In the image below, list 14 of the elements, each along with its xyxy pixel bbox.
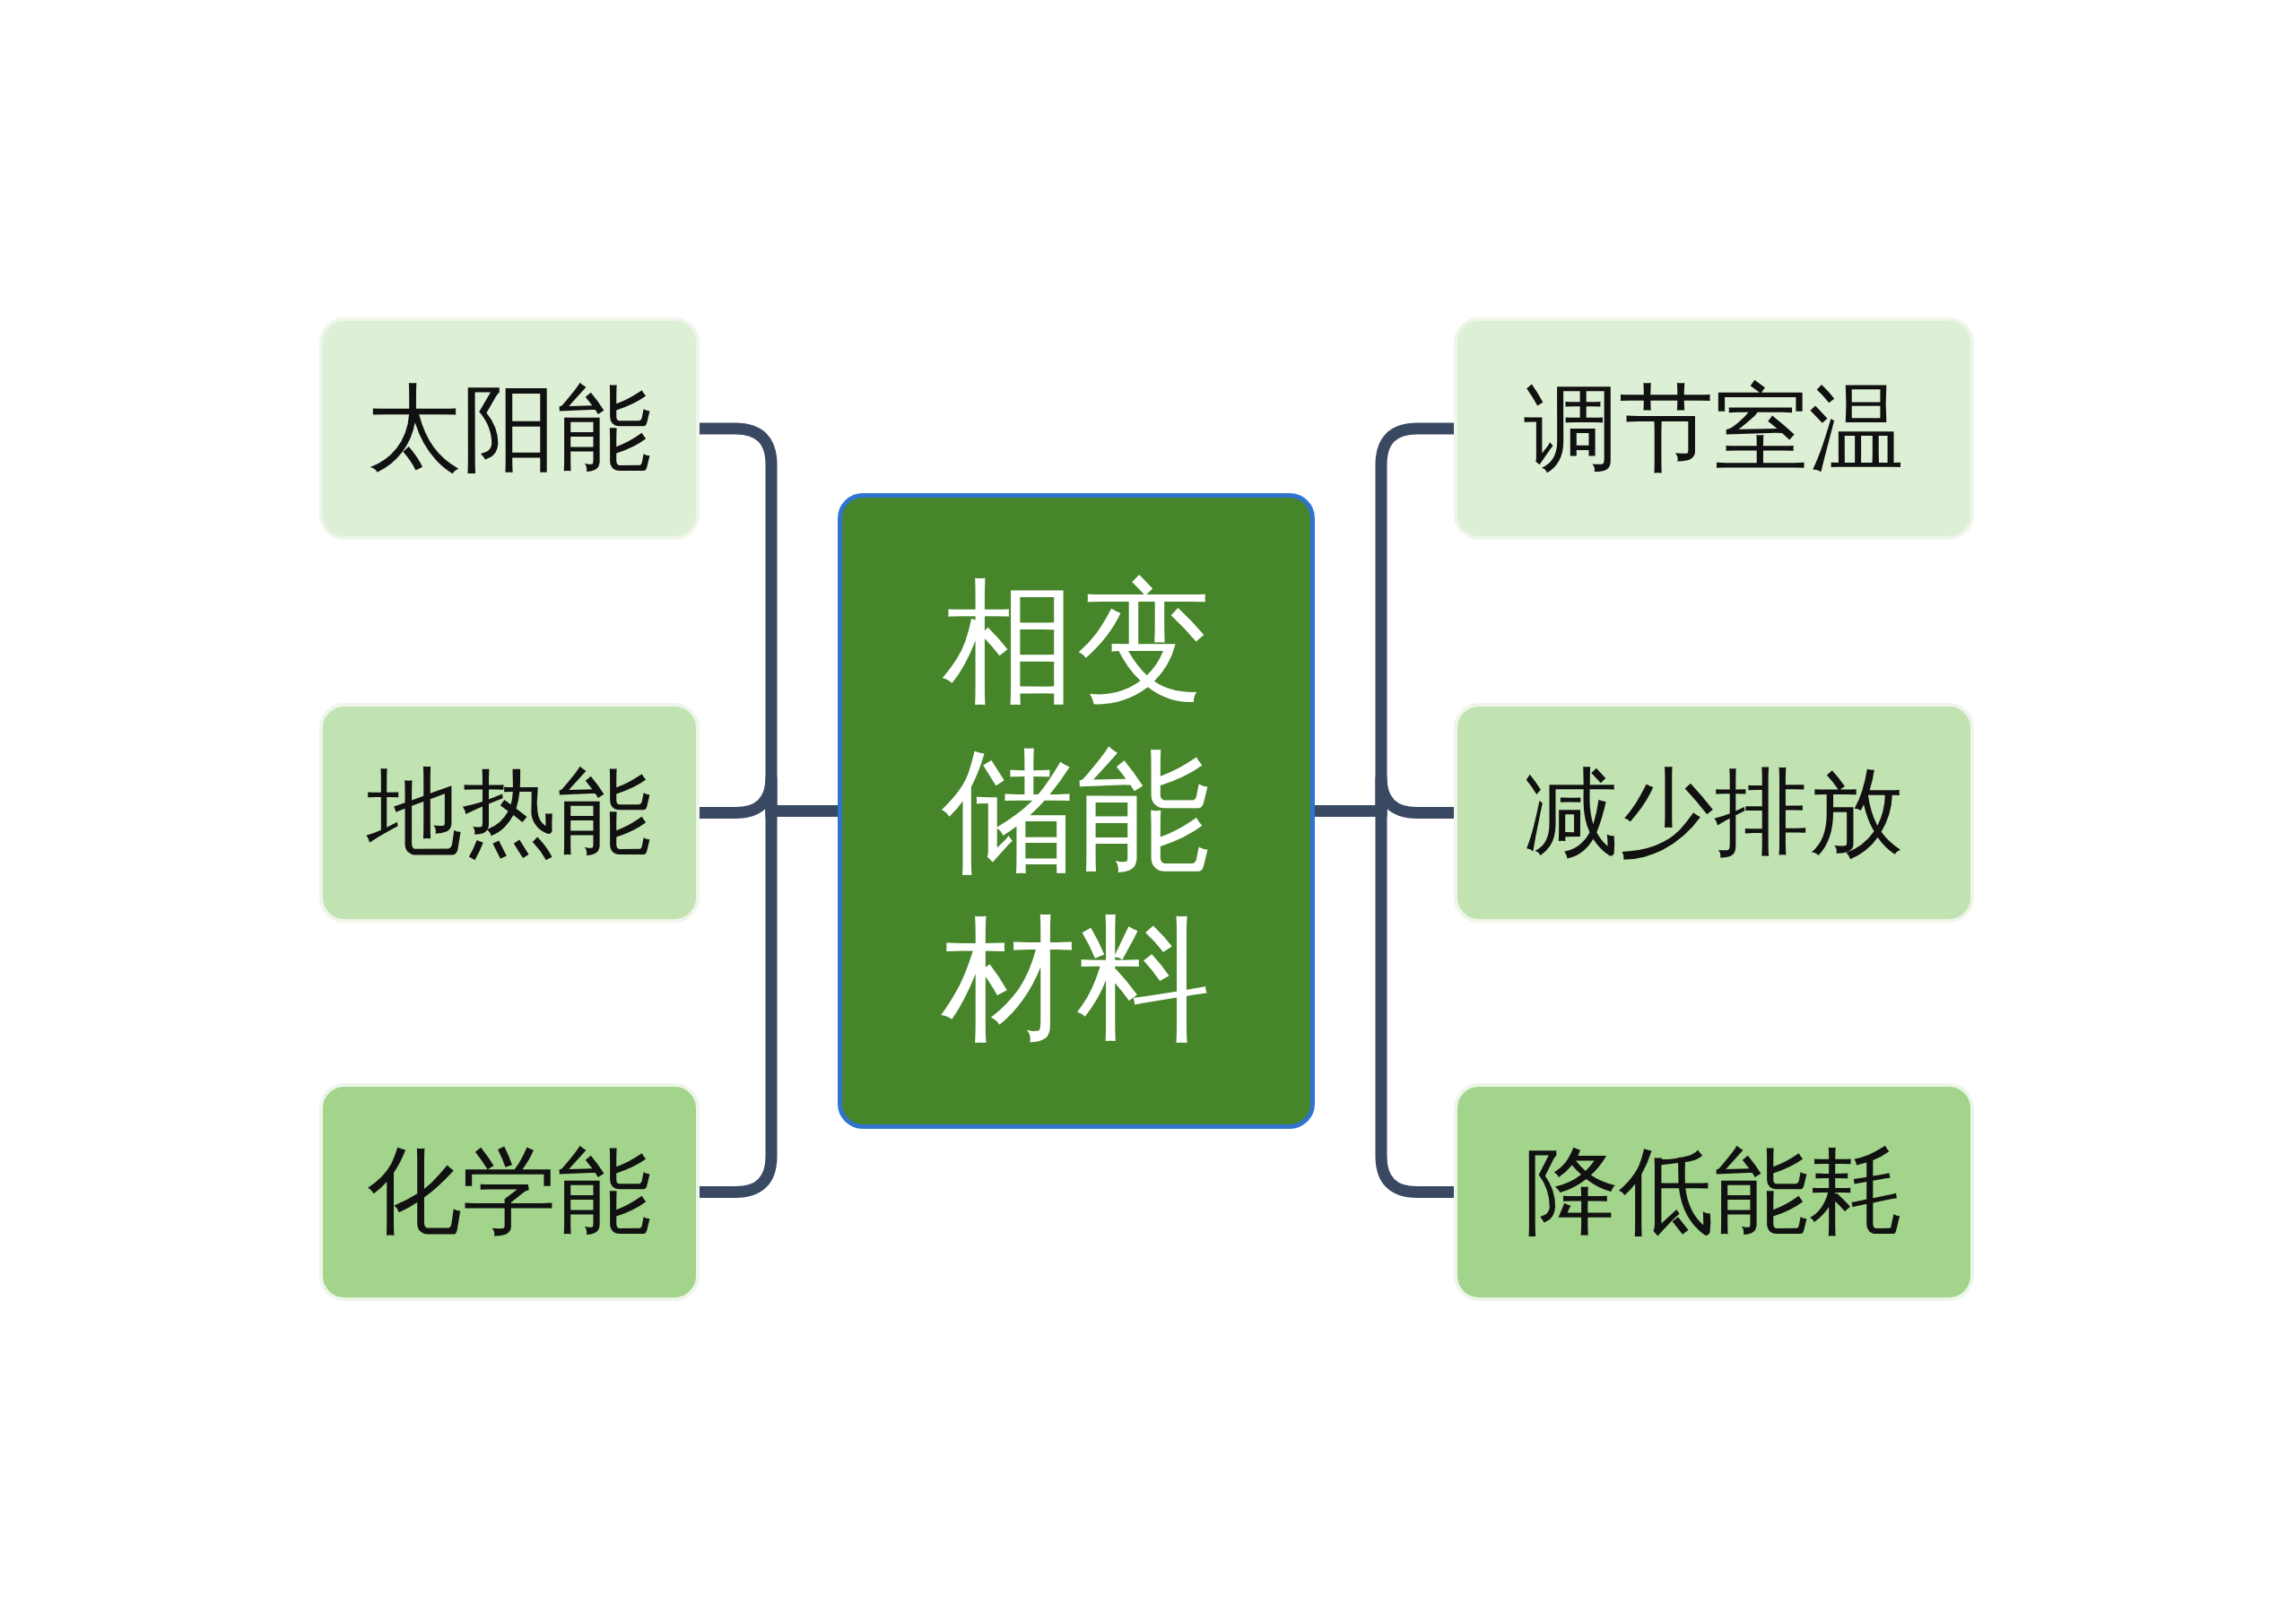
node-label: 地热能	[367, 756, 652, 870]
node-label: 相变储能材料	[940, 563, 1212, 1059]
node-label: 降低能耗	[1524, 1135, 1904, 1249]
branch-box	[319, 317, 700, 540]
branch-box	[319, 1083, 700, 1301]
node-label: 太阳能	[367, 371, 652, 485]
node-label: 减少排放	[1524, 756, 1904, 870]
branch-box	[1454, 317, 1974, 540]
node-label: 化学能	[367, 1135, 652, 1249]
node-label: 调节室温	[1524, 371, 1904, 485]
branch-box	[319, 703, 700, 923]
branch-box	[1454, 703, 1974, 923]
branch-box	[1454, 1083, 1974, 1301]
topic-box	[838, 493, 1315, 1129]
